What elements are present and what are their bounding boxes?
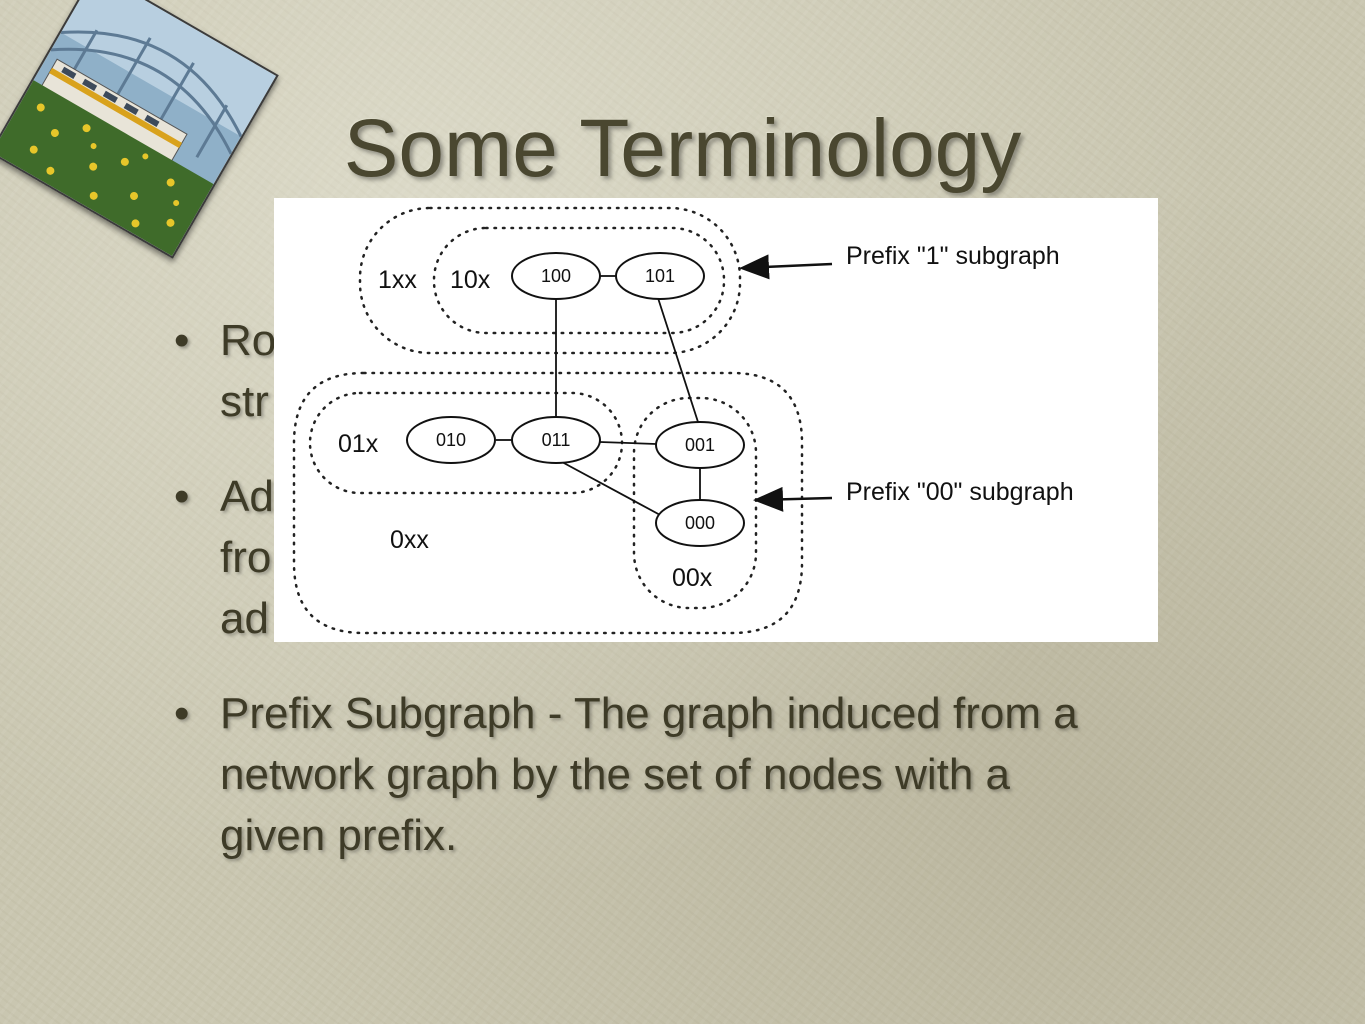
bullet-text: Ro str (220, 316, 277, 426)
slide-title: Some Terminology (343, 103, 1022, 194)
bullet-item: • Ad fro ad (170, 466, 1250, 649)
arrow-prefix-1 (739, 254, 833, 280)
node-011 (511, 416, 601, 464)
group-label-0xx: 0xx (390, 526, 429, 554)
node-001 (655, 421, 745, 469)
node-000 (655, 499, 745, 547)
node-label-100: 100 (541, 266, 571, 286)
node-label-101: 101 (645, 266, 675, 286)
bullet-text: Ad fro ad (220, 472, 274, 643)
group-outline-1xx (358, 206, 742, 355)
bullet-item: • Ro str (170, 310, 1250, 432)
bullet-item: • Prefix Subgraph - The graph induced fr… (170, 683, 1250, 866)
bullet-dot: • (174, 316, 190, 365)
node-label-010: 010 (436, 430, 466, 450)
group-outline-00x (632, 396, 758, 610)
annotation-prefix-1: Prefix "1" subgraph (846, 242, 1060, 270)
edge-011-000 (561, 461, 663, 517)
group-label-01x: 01x (338, 430, 379, 458)
arrow-prefix-00 (753, 486, 833, 512)
node-label-011: 011 (542, 430, 571, 450)
node-label-000: 000 (685, 513, 715, 533)
node-101 (615, 252, 705, 300)
group-label-1xx: 1xx (378, 266, 417, 294)
node-010 (406, 416, 496, 464)
group-label-10x: 10x (450, 266, 491, 294)
bullet-dot: • (174, 472, 190, 521)
edge-101-001 (657, 297, 699, 423)
node-label-001: 001 (685, 435, 715, 455)
edge-011-001 (599, 441, 657, 445)
group-outline-10x (432, 226, 726, 335)
group-outline-0xx (292, 371, 804, 635)
group-label-00x: 00x (672, 564, 713, 592)
bullet-list: • Ro str • Ad fro ad • Prefix Subgraph -… (170, 310, 1250, 900)
node-100 (511, 252, 601, 300)
annotation-prefix-00: Prefix "00" subgraph (846, 478, 1074, 506)
prefix-subgraph-diagram: 100 101 010 011 001 000 1xx 10x 01x 0xx … (274, 198, 1158, 642)
train-station-photo (0, 0, 279, 259)
bullet-text: Prefix Subgraph - The graph induced from… (220, 689, 1078, 860)
bullet-dot: • (174, 689, 190, 738)
